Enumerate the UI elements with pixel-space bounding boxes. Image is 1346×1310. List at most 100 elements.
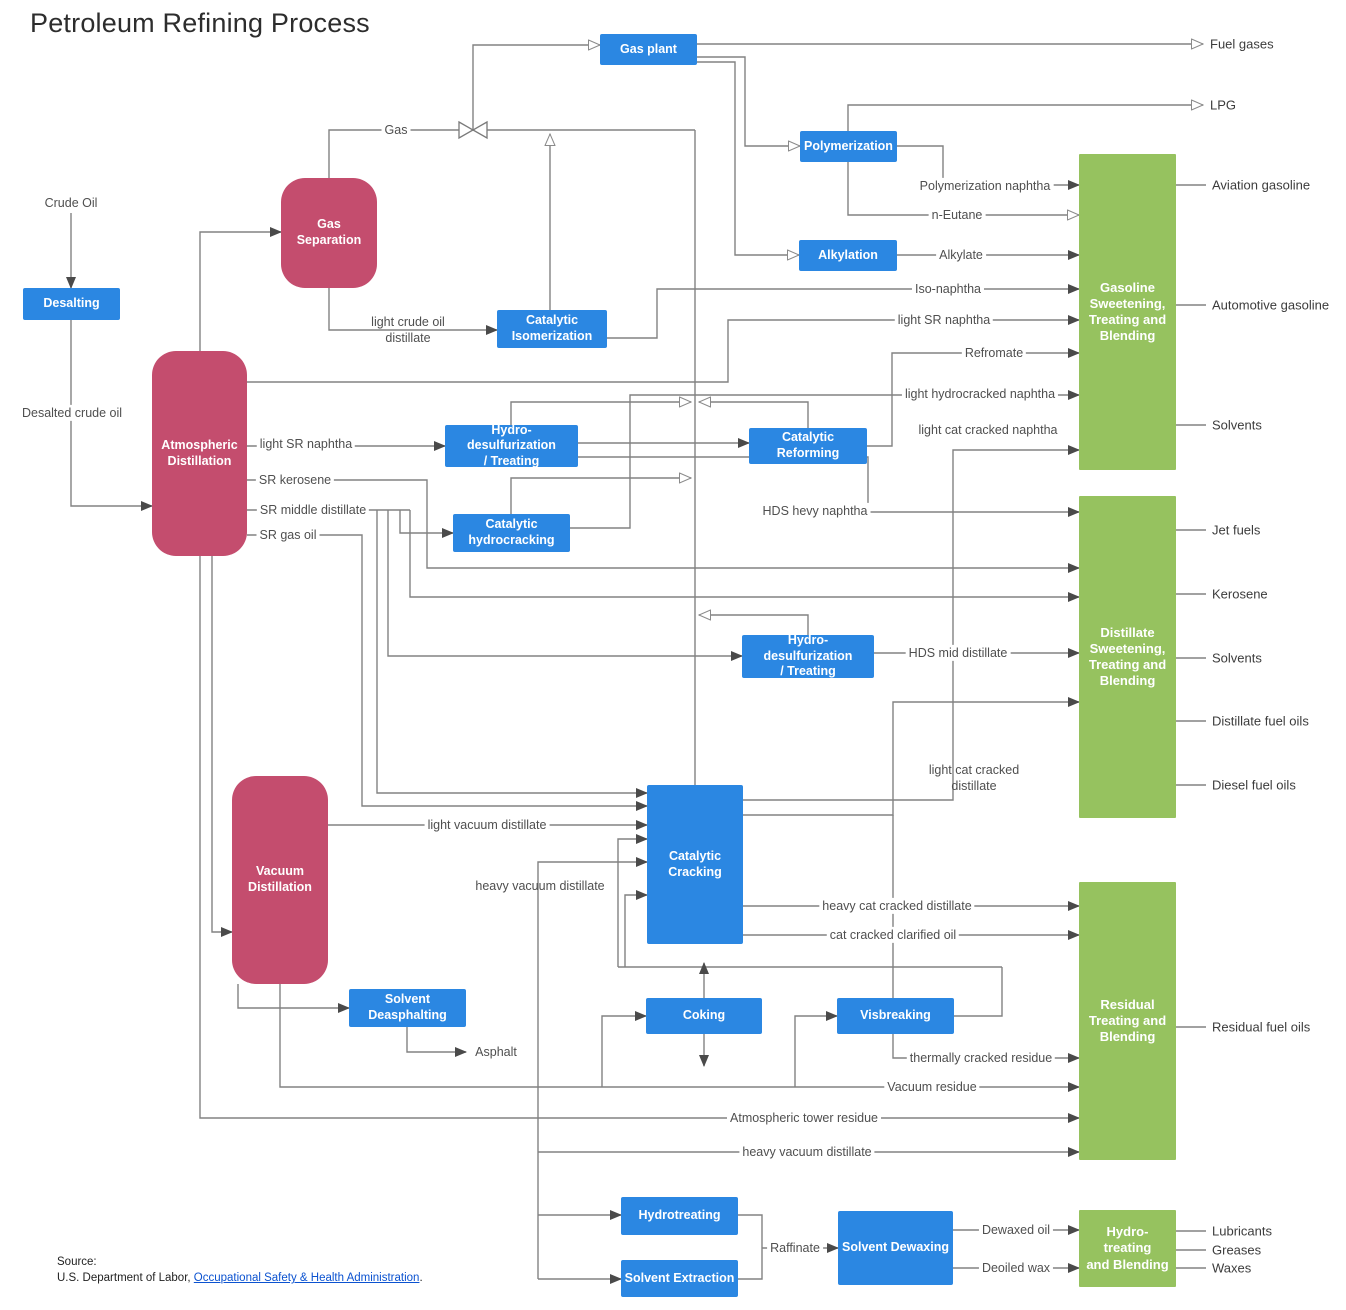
stream-label-light-cat-cracked-distillate: light cat cracked distillate xyxy=(928,762,1020,793)
node-label-vacuum-distillation: Vacuum Distillation xyxy=(248,864,312,894)
node-label-desalting: Desalting xyxy=(43,296,100,311)
node-label-solvent-deasphalting: Solvent Deasphalting xyxy=(368,992,447,1022)
stream-label-light-sr-naphtha: light SR naphtha xyxy=(256,435,356,453)
node-atmospheric-distillation: Atmospheric Distillation xyxy=(152,351,247,556)
node-hydrotreating: Hydrotreating xyxy=(621,1197,738,1235)
node-label-residual-treating-blending: Residual Treating and Blending xyxy=(1088,996,1167,1045)
edge-vacuum-residue-line xyxy=(279,984,1080,1092)
node-coking: Coking xyxy=(646,998,762,1034)
stream-label-crude-oil: Crude Oil xyxy=(44,195,98,210)
node-label-catalytic-cracking: Catalytic Cracking xyxy=(668,848,722,879)
stream-label-sr-middle-distillate: SR middle distillate xyxy=(256,501,370,519)
node-hydro-treating-and-blending: Hydro- treating and Blending xyxy=(1079,1210,1176,1287)
node-label-catalytic-isomerization: Catalytic Isomerization xyxy=(511,313,593,343)
source-note: Source: U.S. Department of Labor, Occupa… xyxy=(57,1254,423,1286)
stream-label-light-cat-cracked-naphtha: light cat cracked naphtha xyxy=(918,422,1058,437)
stream-label-asphalt: Asphalt xyxy=(475,1044,517,1059)
edge-gas-separation-gas-line xyxy=(328,129,695,178)
stream-label-iso-naphtha: Iso-naphtha xyxy=(911,280,985,298)
node-label-polymerization: Polymerization xyxy=(804,138,893,153)
stream-label-cat-cracked-clarified-oil: cat cracked clarified oil xyxy=(826,926,960,944)
node-label-atmospheric-distillation: Atmospheric Distillation xyxy=(161,437,238,468)
edge-hydrocracking-gas-return xyxy=(510,478,691,514)
edge-light-cat-cracked-naphtha-line xyxy=(743,445,1080,801)
node-catalytic-hydrocracking: Catalytic hydrocracking xyxy=(453,514,570,552)
edge-sr-mid-to-distillate-blending xyxy=(409,510,1080,602)
stream-label-hds-mid-distillate: HDS mid distillate xyxy=(905,644,1011,662)
node-catalytic-reforming: Catalytic Reforming xyxy=(749,428,867,464)
node-label-solvent-dewaxing: Solvent Dewaxing xyxy=(842,1240,949,1255)
edge-sr-gas-oil-line xyxy=(247,534,648,811)
node-label-catalytic-hydrocracking: Catalytic hydrocracking xyxy=(468,517,555,547)
stream-label-heavy-cat-cracked-distillate: heavy cat cracked distillate xyxy=(819,897,975,915)
node-hydro-desulfurization-treating-1: Hydro- desulfurization / Treating xyxy=(445,422,578,468)
osha-link[interactable]: Occupational Safety & Health Administrat… xyxy=(193,1272,420,1285)
node-solvent-deasphalting: Solvent Deasphalting xyxy=(349,989,466,1027)
node-gas-separation: Gas Separation xyxy=(281,178,377,288)
edge-hds-hevy-naphtha-line xyxy=(578,456,1080,517)
node-gas-plant: Gas plant xyxy=(600,34,697,65)
node-label-hydrotreating: Hydrotreating xyxy=(638,1208,721,1223)
edge-vd-to-solvent-deasphalting xyxy=(237,984,350,1013)
edge-vacuum-residue-to-coking xyxy=(601,1011,647,1087)
node-label-hydro-desulfurization-treating-2: Hydro- desulfurization / Treating xyxy=(763,633,853,679)
edge-iso-naphtha-line xyxy=(607,284,1080,339)
edge-sr-mid-to-cat-cracking xyxy=(376,510,648,798)
node-residual-treating-blending: Residual Treating and Blending xyxy=(1079,882,1176,1160)
node-vacuum-distillation: Vacuum Distillation xyxy=(232,776,328,984)
edge-reforming-gas-return xyxy=(699,402,809,428)
edge-hds2-gas-return xyxy=(699,615,809,635)
edge-sr-kerosene-line xyxy=(247,479,1080,573)
source-text-suffix: . xyxy=(419,1272,423,1285)
edge-gas-to-gas-plant xyxy=(472,45,600,130)
node-label-hydro-desulfurization-treating-1: Hydro- desulfurization / Treating xyxy=(467,422,556,468)
stream-label-light-hydrocracked-naphtha: light hydrocracked naphtha xyxy=(901,385,1059,403)
edge-visbreaking-to-recycle xyxy=(954,967,1003,1017)
output-label-distillate-fuel-oils: Distillate fuel oils xyxy=(1212,713,1309,729)
output-label-residual-fuel-oils: Residual fuel oils xyxy=(1212,1019,1311,1035)
output-label-waxes: Waxes xyxy=(1212,1260,1252,1276)
node-label-hydro-treating-and-blending: Hydro- treating and Blending xyxy=(1086,1224,1169,1272)
edge-recycle-to-cc-upper xyxy=(617,834,648,967)
stream-label-atmospheric-tower-residue: Atmospheric tower residue xyxy=(727,1109,881,1127)
stream-label-light-crude-oil-distillate: light crude oil distillate xyxy=(371,314,445,345)
node-distillate-sweetening-treating-blending: Distillate Sweetening, Treating and Blen… xyxy=(1079,496,1176,818)
output-label-fuel-gases: Fuel gases xyxy=(1210,36,1274,52)
stream-label-vacuum-residue: Vacuum residue xyxy=(884,1078,980,1096)
edge-gas-plant-to-alkylation xyxy=(697,61,799,255)
edge-n-eutane-line xyxy=(847,162,1079,215)
stream-label-desalted-crude-oil: Desalted crude oil xyxy=(18,404,126,422)
edge-vacuum-residue-to-visbreaking xyxy=(794,1011,838,1087)
stream-label-raffinate: Raffinate xyxy=(767,1239,823,1257)
stream-label-n-eutane: n-Eutane xyxy=(928,206,986,224)
output-label-solvents: Solvents xyxy=(1212,417,1262,433)
output-label-solvents-2: Solvents xyxy=(1212,650,1262,666)
stream-label-alkylate: Alkylate xyxy=(936,246,986,264)
node-label-gas-plant: Gas plant xyxy=(620,41,677,56)
stream-label-sr-kerosene: SR kerosene xyxy=(255,471,335,489)
edge-polymerization-to-lpg xyxy=(847,105,1203,131)
node-solvent-extraction: Solvent Extraction xyxy=(621,1260,738,1297)
edge-desalted-crude-feed xyxy=(70,320,153,511)
node-gasoline-sweetening-treating-blending: Gasoline Sweetening, Treating and Blendi… xyxy=(1079,154,1176,470)
node-solvent-dewaxing: Solvent Dewaxing xyxy=(838,1211,953,1285)
source-text: U.S. Department of Labor, Occupational S… xyxy=(57,1270,423,1286)
output-label-kerosene: Kerosene xyxy=(1212,586,1268,602)
stream-label-heavy-vacuum-distillate: heavy vacuum distillate xyxy=(475,878,605,893)
node-label-distillate-sweetening-treating-blending: Distillate Sweetening, Treating and Blen… xyxy=(1088,624,1167,689)
stream-label-sr-gas-oil: SR gas oil xyxy=(256,526,320,544)
node-label-catalytic-reforming: Catalytic Reforming xyxy=(776,430,840,460)
stream-label-heavy-vacuum-distillate-2: heavy vacuum distillate xyxy=(739,1143,875,1161)
node-label-visbreaking: Visbreaking xyxy=(860,1008,931,1023)
output-label-greases: Greases xyxy=(1212,1242,1262,1258)
edge-recycle-to-cc-lower xyxy=(624,890,648,967)
edge-ad-to-gas-separation xyxy=(199,227,282,351)
node-label-gas-separation: Gas Separation xyxy=(296,217,362,247)
edge-sr-mid-to-hds2 xyxy=(387,510,743,661)
output-label-jet-fuels: Jet fuels xyxy=(1212,522,1261,538)
source-label: Source: xyxy=(57,1256,97,1268)
output-label-lpg: LPG xyxy=(1210,97,1237,113)
stream-label-light-vacuum-distillate: light vacuum distillate xyxy=(424,816,550,834)
